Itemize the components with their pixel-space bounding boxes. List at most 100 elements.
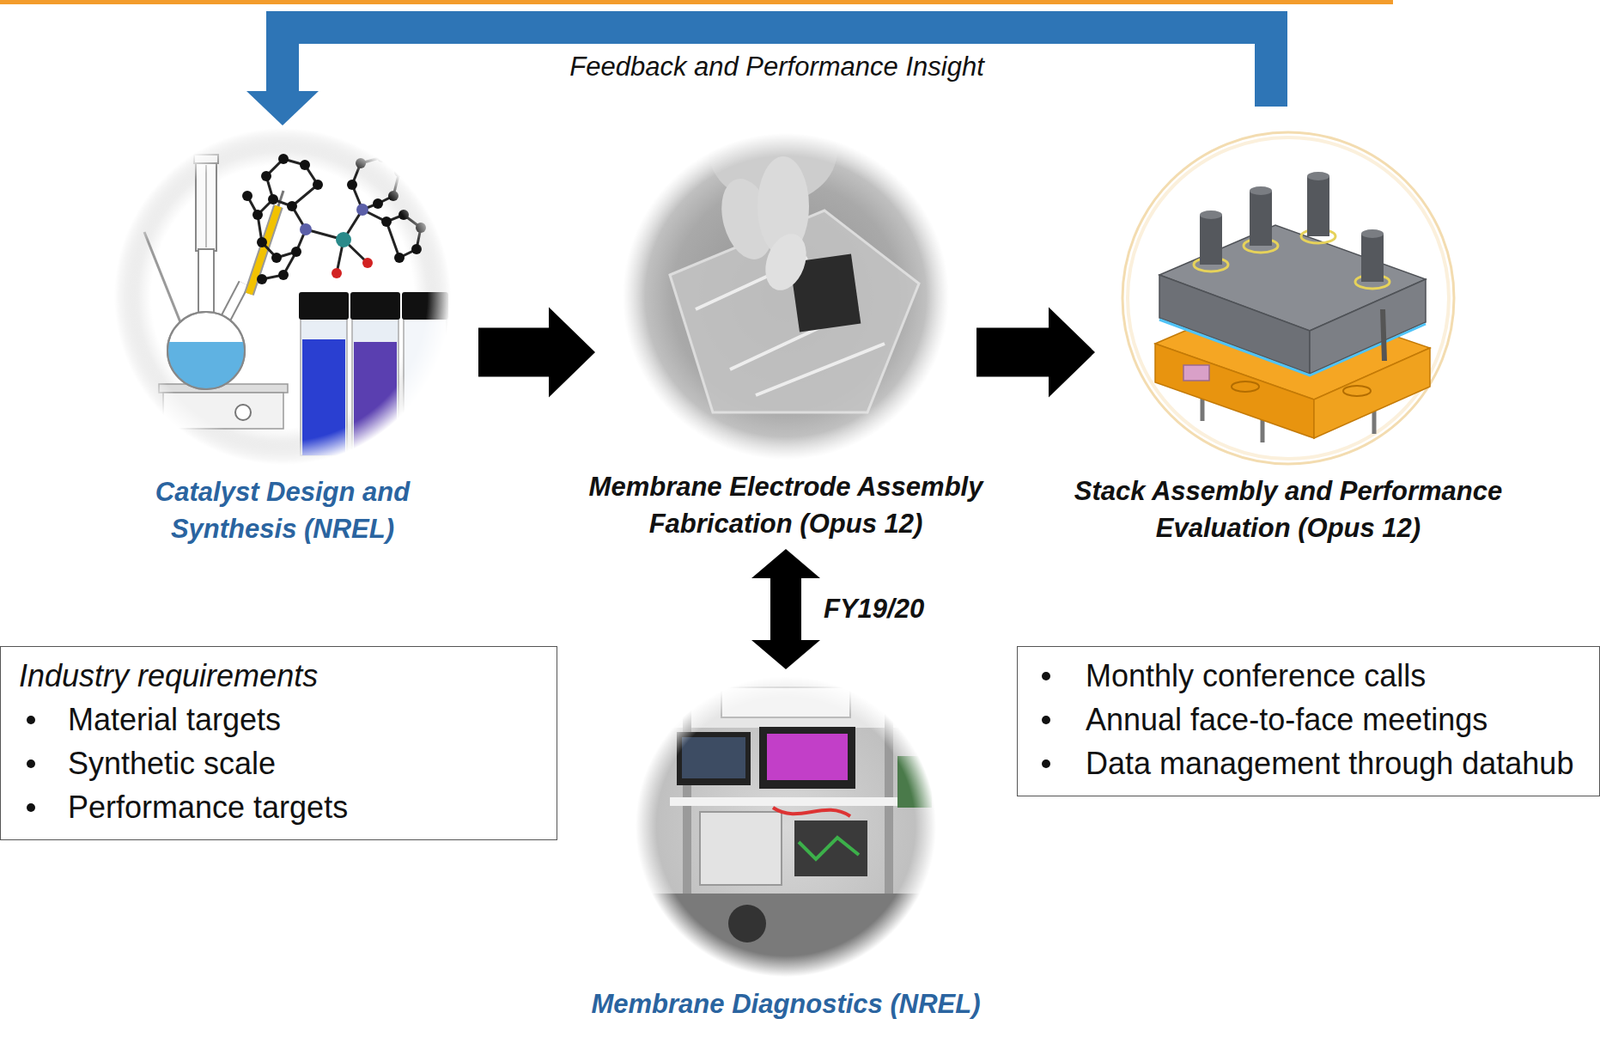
- block-arrow: [478, 307, 596, 398]
- synthesis-illustration-part: [299, 223, 312, 236]
- image-circle-node: Membrane Electrode Assembly Fabrication …: [622, 133, 950, 542]
- bullet-list-box: Industry requirementsMaterial targetsSyn…: [0, 645, 558, 840]
- list-item-text: Material targets: [67, 697, 281, 742]
- synthesis-illustration-part-part: [411, 243, 422, 255]
- diagnostics-photo-part: [759, 726, 856, 789]
- diagnostics-photo-part: [798, 837, 859, 859]
- stack-cad-part-part: [1307, 176, 1330, 237]
- stack-cad-part: [1193, 171, 1390, 289]
- top-rule: [0, 0, 1394, 5]
- synthesis-illustration-part: [350, 292, 401, 320]
- synthesis-illustration-part: [302, 339, 346, 456]
- synthesis-illustration-part-part: [242, 190, 253, 201]
- bullet-dot: [26, 715, 36, 724]
- list-item: Data management through datahub: [1017, 741, 1600, 785]
- bullet-dot: [1041, 671, 1051, 681]
- synthesis-illustration-part: [401, 292, 449, 320]
- synthesis-illustration-part: [331, 267, 342, 279]
- circle-caption: Catalyst Design and Synthesis (NREL): [110, 473, 455, 548]
- diagnostics-photo-part: [766, 733, 848, 780]
- stack-cad-part: [1159, 274, 1310, 374]
- synthesis-illustration-part-part: [261, 170, 272, 182]
- synthesis-illustration-part: [298, 292, 349, 320]
- image-circle-node: Membrane Diagnostics (NREL): [635, 675, 937, 1023]
- stack-cad-part: [1382, 309, 1385, 361]
- list-item-text: Monthly conference calls: [1085, 653, 1426, 698]
- synthesis-illustration-part-part: [278, 269, 289, 280]
- diagnostics-photo-part: [721, 687, 851, 718]
- mea-photo-part: [622, 133, 950, 460]
- stack-cad-part-part: [1361, 229, 1384, 238]
- list-item-text: Annual face-to-face meetings: [1085, 697, 1488, 742]
- synthesis-illustration-part: [335, 231, 352, 248]
- bullet-dot: [1041, 759, 1051, 768]
- diagnostics-photo-part: [681, 736, 746, 779]
- image-circle-node: Stack Assembly and Performance Evaluatio…: [1122, 132, 1454, 547]
- synthesis-illustration-part: [198, 249, 214, 318]
- synthesis-illustration-part: [403, 317, 447, 456]
- synthesis-illustration-part: [194, 154, 219, 164]
- circle-caption: Stack Assembly and Performance Evaluatio…: [1034, 472, 1542, 547]
- diagnostics-photo-part: [699, 811, 782, 885]
- connector-label: Feedback and Performance Insight: [569, 50, 985, 84]
- list-item: Performance targets: [0, 784, 557, 829]
- list-item: Synthetic scale: [0, 741, 557, 785]
- circle-caption: Membrane Electrode Assembly Fabrication …: [545, 468, 1027, 542]
- synthesis-illustration-part-part: [381, 216, 392, 227]
- synthesis-illustration-part-part: [377, 152, 388, 163]
- synthesis-illustration-part: [167, 311, 245, 390]
- synthesis-illustration-part-part: [388, 190, 399, 201]
- stack-cad-part-part: [1249, 190, 1272, 246]
- diagnostics-photo-part: [652, 893, 928, 980]
- synthesis-illustration-part: [205, 164, 207, 248]
- stack-cad-part-part: [1199, 210, 1223, 220]
- diagnostics-photo-part: [728, 904, 767, 943]
- synthesis-illustration-part-part: [398, 209, 409, 220]
- bullet-list-box: Monthly conference callsAnnual face-to-f…: [1016, 645, 1600, 797]
- diagnostics-photo-part: [897, 755, 932, 808]
- stack-cad-part-part: [1249, 186, 1272, 195]
- synthesis-illustration-part: [242, 152, 426, 285]
- stack-cad-part: [1122, 132, 1454, 464]
- list-item-text: Data management through datahub: [1085, 741, 1574, 785]
- synthesis-illustration-part-part: [278, 153, 289, 165]
- synthesis-illustration-part: [163, 341, 250, 394]
- synthesis-illustration-part-part: [394, 252, 405, 263]
- connector-label: FY19/20: [823, 592, 925, 626]
- synthesis-illustration-part: [249, 206, 279, 294]
- synthesis-illustration-part: [225, 283, 244, 320]
- synthesis-illustration-part-part: [299, 159, 311, 171]
- stack-cad-part: [1183, 365, 1210, 381]
- synthesis-illustration-part-part: [252, 209, 263, 220]
- diagnostics-photo-part: [772, 807, 851, 816]
- diagnostics-photo-part: [676, 731, 751, 785]
- synthesis-illustration-part: [163, 392, 284, 429]
- list-item-text: Performance targets: [67, 784, 348, 829]
- bullet-dot: [26, 759, 36, 768]
- synthesis-illustration-part-part: [256, 273, 268, 285]
- synthesis-illustration-part: [249, 206, 279, 294]
- double-block-arrow: [751, 548, 821, 670]
- list-item: Annual face-to-face meetings: [1017, 697, 1600, 742]
- stack-cad-part-part: [1199, 214, 1223, 265]
- synthesis-illustration-part-part: [291, 246, 302, 257]
- list-item: Material targets: [0, 697, 557, 742]
- synthesis-illustration-part-part: [415, 222, 426, 233]
- stack-cad-part-part: [1307, 171, 1330, 181]
- diagnostics-photo: [635, 675, 937, 980]
- synthesis-illustration-part: [225, 283, 244, 320]
- synthesis-illustration-part: [353, 341, 397, 456]
- synthesis-illustration-part-part: [267, 194, 279, 205]
- stack-cad-part: [1231, 381, 1260, 392]
- synthesis-illustration-part-part: [355, 158, 366, 169]
- synthesis-illustration-part-part: [256, 237, 268, 248]
- synthesis-illustration-part-part: [346, 179, 358, 190]
- mea-photo-part: [758, 228, 815, 297]
- synthesis-illustration-part: [356, 203, 369, 216]
- mea-photo: [622, 97, 950, 460]
- synthesis-illustration-part: [195, 161, 217, 251]
- synthesis-illustration-part: [235, 404, 251, 420]
- diagnostics-photo-part: [669, 796, 902, 806]
- feedback-arrow: [246, 27, 1272, 126]
